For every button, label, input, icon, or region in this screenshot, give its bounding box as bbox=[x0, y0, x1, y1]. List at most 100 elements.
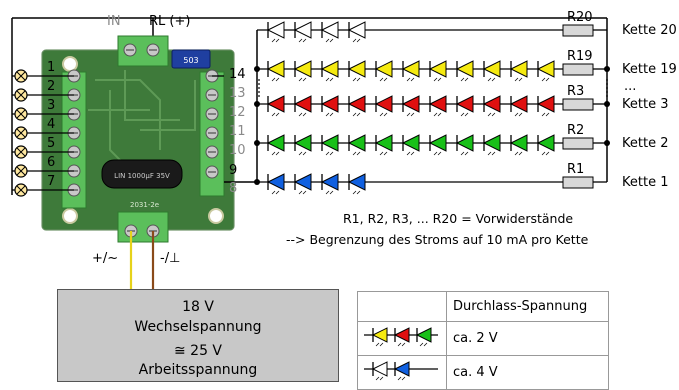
pin-label-5: 5 bbox=[47, 136, 56, 151]
supply-voltage: 18 V bbox=[182, 299, 214, 315]
chain-label: Kette 3 bbox=[622, 97, 669, 112]
led-blue bbox=[347, 173, 366, 195]
pin-label-11: 11 bbox=[229, 124, 246, 139]
led-red bbox=[293, 95, 312, 117]
led-chain-r1 bbox=[257, 173, 607, 195]
led-yellow bbox=[374, 60, 393, 82]
led-green bbox=[428, 134, 447, 156]
chip-text: 503 bbox=[183, 56, 198, 65]
led-chain-r2 bbox=[257, 134, 607, 156]
resistor-label: R2 bbox=[567, 123, 585, 138]
chain-label: Kette 2 bbox=[622, 136, 669, 151]
lamp-icon bbox=[14, 145, 28, 159]
resistor-r20 bbox=[562, 24, 594, 37]
board-code: 2031-2e bbox=[130, 201, 159, 209]
note-resistors: R1, R2, R3, ... R20 = Vorwiderstände bbox=[343, 211, 574, 226]
supply-type: Wechselspannung bbox=[134, 319, 262, 335]
led-blue bbox=[320, 173, 339, 195]
power-plus-label: +/~ bbox=[92, 251, 119, 266]
led-chain-r3 bbox=[257, 95, 607, 117]
table-row: ca. 4 V bbox=[357, 355, 609, 390]
led-red bbox=[320, 95, 339, 117]
led-green bbox=[347, 134, 366, 156]
pin-label-3: 3 bbox=[47, 98, 56, 113]
pin-label-9: 9 bbox=[229, 163, 238, 178]
led-blue-icon bbox=[393, 361, 410, 381]
led-yellow bbox=[293, 60, 312, 82]
led-yellow bbox=[428, 60, 447, 82]
led-green bbox=[374, 134, 393, 156]
led-white bbox=[293, 21, 312, 43]
led-green bbox=[266, 134, 285, 156]
table-header: Durchlass-Spannung bbox=[446, 291, 609, 322]
led-chain-r19 bbox=[257, 60, 607, 82]
led-yellow-icon bbox=[371, 327, 388, 347]
led-green bbox=[455, 134, 474, 156]
led-yellow bbox=[509, 60, 528, 82]
pin-label-6: 6 bbox=[47, 155, 56, 170]
lamp-icon bbox=[14, 164, 28, 178]
led-red bbox=[374, 95, 393, 117]
resistor-label: R20 bbox=[567, 10, 593, 25]
lamp-icon bbox=[14, 88, 28, 102]
pin-label-4: 4 bbox=[47, 117, 56, 132]
controller-board: 503 LIN 1000µF 35V 2031-2e bbox=[41, 49, 235, 231]
pin-label-13: 13 bbox=[229, 86, 246, 101]
rl-label: RL (+) bbox=[149, 14, 191, 29]
led-white bbox=[347, 21, 366, 43]
led-chain-r20 bbox=[257, 21, 607, 43]
table-header-row: Durchlass-Spannung bbox=[357, 291, 609, 322]
led-green bbox=[401, 134, 420, 156]
table-row: ca. 2 V bbox=[357, 321, 609, 356]
led-green bbox=[482, 134, 501, 156]
power-terminal-block bbox=[117, 211, 169, 243]
led-blue bbox=[266, 173, 285, 195]
led-green-icon bbox=[415, 327, 432, 347]
led-yellow bbox=[401, 60, 420, 82]
wiring-diagram: 503 LIN 1000µF 35V 2031-2e bbox=[11, 17, 610, 290]
led-red bbox=[428, 95, 447, 117]
table-value: ca. 4 V bbox=[446, 355, 609, 390]
forward-voltage-table: Durchlass-Spannung ca. 2 V ca. 4 V bbox=[357, 291, 609, 390]
led-yellow bbox=[266, 60, 285, 82]
resistor-label: R1 bbox=[567, 162, 585, 177]
resistor-label: R3 bbox=[567, 84, 585, 99]
supply-approx: ≅ 25 V bbox=[173, 343, 223, 359]
pin-label-1: 1 bbox=[47, 60, 56, 75]
resistor-label: R19 bbox=[567, 49, 593, 64]
lamp-icon bbox=[14, 107, 28, 121]
led-red bbox=[347, 95, 366, 117]
led-green bbox=[509, 134, 528, 156]
chain-label: Kette 1 bbox=[622, 175, 669, 190]
led-white bbox=[320, 21, 339, 43]
input-terminal-block bbox=[117, 35, 169, 67]
led-yellow bbox=[482, 60, 501, 82]
resistor-r3 bbox=[562, 98, 594, 111]
lamp-icon bbox=[14, 69, 28, 83]
led-green bbox=[293, 134, 312, 156]
resistor-r2 bbox=[562, 137, 594, 150]
table-value: ca. 2 V bbox=[446, 321, 609, 356]
pin-label-7: 7 bbox=[47, 174, 56, 189]
led-red bbox=[401, 95, 420, 117]
note-current: --> Begrenzung des Stroms auf 10 mA pro … bbox=[286, 232, 589, 247]
power-minus-label: -/⊥ bbox=[160, 251, 181, 266]
led-yellow bbox=[320, 60, 339, 82]
led-white bbox=[266, 21, 285, 43]
led-red-icon bbox=[393, 327, 410, 347]
led-red bbox=[509, 95, 528, 117]
led-symbols-4v bbox=[357, 355, 447, 390]
pin-label-10: 10 bbox=[229, 143, 246, 158]
led-yellow bbox=[347, 60, 366, 82]
resistor-r1 bbox=[562, 176, 594, 189]
lamp-icon bbox=[14, 126, 28, 140]
led-yellow bbox=[455, 60, 474, 82]
power-supply-box: 18 V Wechselspannung ≅ 25 V Arbeitsspann… bbox=[57, 289, 339, 382]
supply-mode: Arbeitsspannung bbox=[138, 362, 258, 378]
led-green bbox=[536, 134, 555, 156]
chain-label: Kette 19 bbox=[622, 62, 677, 77]
led-yellow bbox=[536, 60, 555, 82]
resistor-r19 bbox=[562, 63, 594, 76]
pin-label-8: 8 bbox=[229, 181, 238, 196]
capacitor-text: LIN 1000µF 35V bbox=[114, 172, 170, 180]
